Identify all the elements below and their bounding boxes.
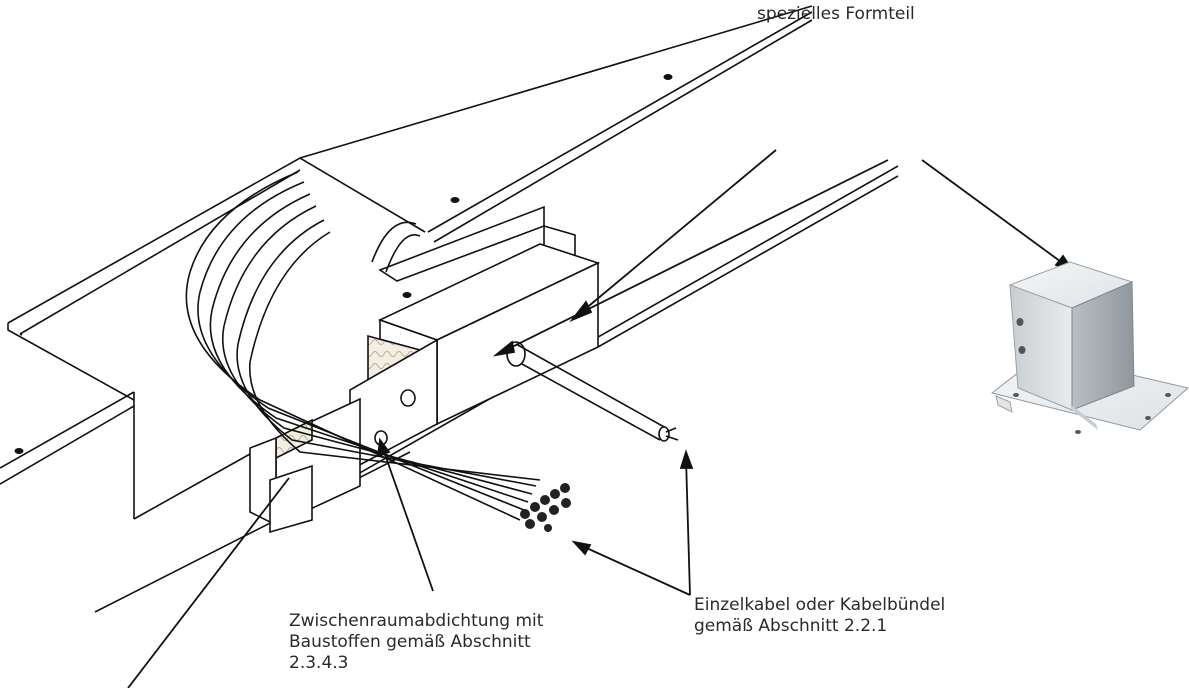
label-spezielles-formteil: spezielles Formteil <box>757 4 915 24</box>
label-seal-line-3: 2.3.4.3 <box>289 653 349 673</box>
label-cable-line-2: gemäß Abschnitt 2.2.1 <box>694 616 888 636</box>
label-seal-line-2: Baustoffen gemäß Abschnitt <box>289 632 531 652</box>
label-cable-line-1: Einzelkabel oder Kabelbündel <box>694 595 946 615</box>
formteil-box <box>249 205 601 534</box>
floor-slab <box>0 5 899 613</box>
label-seal-line-1: Zwischenraumabdichtung mit <box>289 611 544 631</box>
label-zwischenraumabdichtung: Zwischenraumabdichtung mit Baustoffen ge… <box>289 611 543 674</box>
product-photo-formteil <box>990 261 1189 434</box>
leader-lines <box>127 149 1076 688</box>
label-einzelkabel: Einzelkabel oder Kabelbündel gemäß Absch… <box>694 595 945 637</box>
cable-bundle <box>185 171 541 521</box>
cable-ends <box>520 483 571 532</box>
single-cable <box>374 341 679 446</box>
